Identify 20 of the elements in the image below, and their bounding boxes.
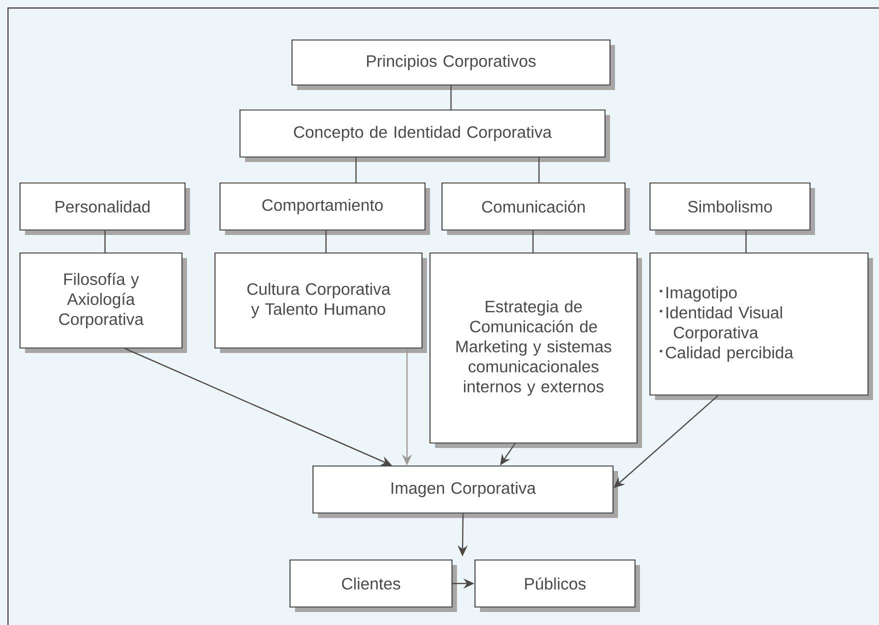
process-box: Filosofía y Axiología Corporativa	[19, 252, 187, 353]
process-box: Personalidad	[19, 182, 190, 235]
process-box: Estrategia de Comunicación de Marketing y sistemas comunicacionales internos y externos	[429, 252, 642, 448]
process-box: Públicos	[474, 559, 640, 612]
process-box: Comportamiento	[219, 182, 430, 235]
process-box: Principios Corporativos	[291, 39, 615, 90]
process-box: Concepto de Identidad Corporativa	[239, 109, 610, 162]
connector-line	[538, 158, 540, 182]
process-box: Cultura Corporativa y Talento Humano	[214, 252, 427, 353]
connector-line	[355, 158, 357, 182]
connector-line	[104, 230, 106, 252]
connector-line	[450, 86, 452, 110]
process-box: Simbolismo	[649, 182, 815, 235]
list-box: Imagotipo Identidad Visual Corporativa Calidad percibida	[649, 252, 873, 400]
connector-line	[532, 230, 534, 252]
connector-line	[325, 230, 327, 252]
process-box: Clientes	[289, 559, 457, 612]
process-box: Imagen Corporativa	[312, 465, 618, 518]
process-box: Comunicación	[441, 182, 630, 235]
connector-line	[745, 230, 747, 252]
